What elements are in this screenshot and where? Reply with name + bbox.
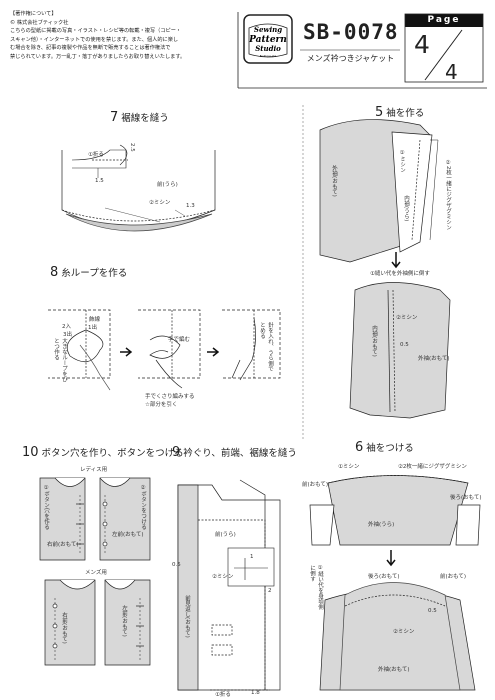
sleeve-step1 [319,119,439,263]
label-seam-allowance: ①縫い代を外袖側に倒す [370,271,430,277]
label-ladies: レディス用 [80,467,108,473]
label-mark: 飾線 [89,317,101,323]
sleeve-attach-step1 [309,475,481,546]
label-dim: 1.8 [251,690,260,696]
label-sew: ②ミシン [396,315,418,321]
label-zigzag: ②2枚一緒にジグザグミシン [398,464,467,470]
label-back: 後ろ(おもて) [450,495,482,501]
label-seam-allowance: ①縫い代を身頃側に倒す [309,565,323,610]
label-sew: ①ミシン [399,150,405,173]
thread-loop-step3 [222,309,281,381]
label-caption-knit: 手でくさり編みする [145,394,195,400]
page-number: 4 [414,30,430,59]
label-sew: ①ミシン [338,464,360,470]
label-front: 前(おもて) [302,482,329,488]
label-front: 前(おもて) [440,574,467,580]
label-mens: メンズ用 [85,570,107,576]
label-inner-sleeve: 内袖(おもて) [371,325,377,357]
logo-word2: Pattern [248,35,287,45]
label-needle: 針を入れ、うら側でとめる [259,322,273,372]
label-sew: ②ミシン [393,629,415,635]
mens-front-panels [44,579,151,666]
label-dim: 0.5 [428,608,437,614]
notice-line: 禁じられています。万一乱丁・落丁がありましたらお取り替えいたします。 [10,53,186,60]
label-front: 前(うら) [215,532,236,538]
copyright-notice: 【著作権について】 © 株式会社ブティック社 こちらの型紙に掲載の写真・イラスト… [10,10,232,62]
label-outer-sleeve: 外袖(おもて) [378,667,410,673]
label-right-front: 右前(おもて) [61,612,67,644]
label-right-front: 右前(おもて) [47,542,79,548]
label-1out: 1出 [88,325,97,331]
label-outer-sleeve: 外袖(おもて) [418,356,450,362]
label-facing: 前見返し(おもて) [184,595,190,638]
label-fold: ①折る [88,152,104,158]
arrow-down-icon [386,550,396,567]
notice-line: む場合を除き、記事の複製や作品を無断で販売することは著作権法で [10,45,171,52]
label-dim: 1.3 [186,203,195,209]
label-left-front: 左前(おもて) [121,605,127,637]
front-body-illustration [177,479,281,691]
arrow-down-icon [391,252,401,269]
label-inner-sleeve: 内袖(うら) [403,195,409,222]
page-total: 4 [445,60,458,84]
label-big-loop: 大きなループをひとつ作る [53,338,67,382]
notice-copyright: © 株式会社ブティック社 [10,19,69,26]
label-3out: 3出 [63,332,72,338]
label-front: 前(うら) [157,182,178,188]
ladies-front-panels [39,477,151,561]
logo-tag: Boutique-sha [260,54,277,58]
page-tag: Page [405,14,483,27]
notice-line: スキャン他）・インターネットでの使用を禁じます。また、個人的に楽し [10,36,179,43]
label-left-front: 左前(おもて) [112,532,144,538]
label-buttonhole: ①ボタン穴を作る [43,485,49,530]
label-outer-sleeve: 外袖(おもて) [331,165,337,197]
label-dim: 0.5 [172,562,181,568]
hem-illustration [61,144,216,232]
sleeve-attach-step2 [319,582,476,691]
pattern-code: SB-0078 [303,20,399,44]
sleeve-step2 [349,282,451,419]
sewing-pattern-studio-logo: Sewing Pattern Studio Boutique-sha [243,14,293,64]
header-frame [237,12,487,89]
label-dim: 0.5 [400,342,409,348]
label-fold: ①折る [215,692,231,698]
label-dim: 2.5 [129,143,135,152]
label-back: 後ろ(おもて) [368,574,400,580]
arrow-right-icon [207,347,220,357]
label-caption-pull: ☆部分を引く [145,402,178,408]
label-dim: 2 [268,588,272,594]
label-zigzag: ②2枚一緒にジグザグミシン [445,160,451,230]
logo-word3: Studio [255,44,281,53]
label-sew: ②ミシン [149,200,171,206]
logo-word1: Sewing [254,25,282,34]
label-knit: 手で編む [168,337,191,343]
pattern-subtitle: メンズ衿つきジャケット [306,54,395,63]
label-outer-sleeve: 外袖(うら) [368,522,395,528]
label-2in: 2入 [62,324,71,330]
notice-heading: 【著作権について】 [10,11,57,17]
thread-loop-step2 [138,309,201,389]
notice-line: こちらの型紙に掲載の写真・イラスト・レシピ等の転載・複写（コピー・ [10,28,182,35]
label-dim: 1 [250,554,254,560]
thread-loop-step1 [48,309,111,391]
label-sew: ②ミシン [212,574,234,580]
arrow-right-icon [120,347,133,357]
label-attach-button: ②ボタンをつける [140,485,146,530]
label-dim: 1.5 [95,178,104,184]
